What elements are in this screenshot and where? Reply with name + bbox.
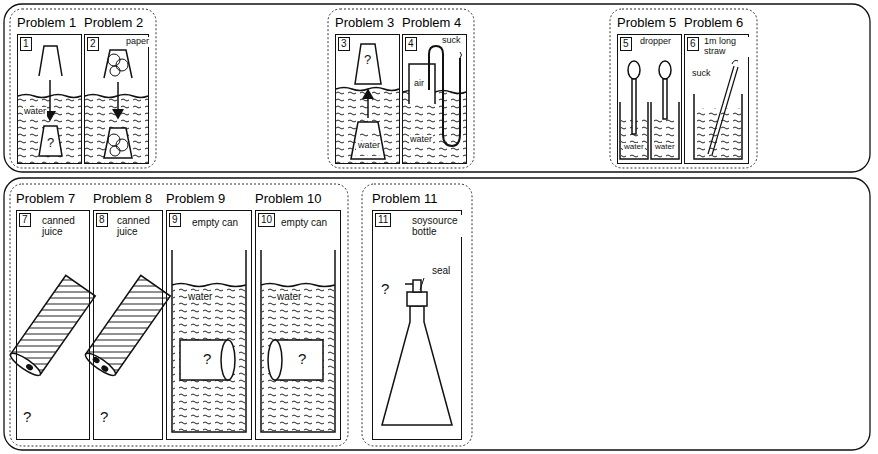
- sketch-label: canned juice: [116, 215, 162, 237]
- group-frame: [4, 4, 870, 172]
- sketch-label: water: [623, 143, 645, 152]
- problem-heading: Problem 4: [402, 16, 461, 30]
- sketch-7: [8, 275, 95, 378]
- problem-heading: Problem 9: [166, 192, 225, 206]
- sketch-label: empty can: [191, 217, 249, 228]
- callout-number: 3: [338, 37, 350, 51]
- callout-number: 11: [375, 213, 391, 227]
- sketch-label: suck: [441, 36, 462, 46]
- sketch-label: suck: [691, 69, 712, 79]
- problem-heading: Problem 6: [684, 16, 743, 30]
- problem-panel: Problem 77canned juice?: [16, 210, 90, 440]
- group-frame: [4, 178, 870, 450]
- callout-number: 7: [19, 213, 31, 227]
- sketch-label: water: [23, 107, 47, 117]
- sketch-2: [85, 50, 148, 163]
- sketch-label: ?: [203, 351, 211, 368]
- problem-panel: Problem 1111soysource bottle?seal: [372, 210, 462, 440]
- callout-number: 2: [87, 37, 99, 51]
- sketch-label: empty can: [280, 217, 338, 228]
- sketch-label: paper: [125, 37, 150, 47]
- problem-heading: Problem 8: [93, 192, 152, 206]
- sketch-5: [620, 61, 679, 159]
- sketch-label: ?: [364, 53, 371, 67]
- sketch-label: ?: [23, 409, 31, 426]
- problem-panel: Problem 11water?: [17, 34, 82, 164]
- sketch-10: [261, 250, 335, 432]
- callout-number: 9: [169, 213, 181, 227]
- callout-number: 8: [96, 213, 108, 227]
- callout-number: 10: [258, 213, 275, 227]
- sketch-label: water: [654, 143, 676, 152]
- sketch-label: soysource bottle: [411, 215, 463, 237]
- problem-heading: Problem 3: [335, 16, 394, 30]
- problem-heading: Problem 2: [84, 16, 143, 30]
- problem-heading: Problem 11: [372, 192, 438, 206]
- problem-panel: Problem 22paper: [84, 34, 149, 164]
- callout-number: 4: [405, 37, 417, 51]
- sketch-11: [382, 278, 452, 425]
- sketch-8: [83, 275, 170, 378]
- dotted-groups: [10, 9, 757, 446]
- problem-heading: Problem 1: [17, 16, 76, 30]
- callout-number: 6: [687, 37, 699, 51]
- problem-heading: Problem 10: [255, 192, 321, 206]
- sketch-label: ?: [298, 351, 306, 368]
- problem-panel: Problem 99empty canwater?: [166, 210, 252, 440]
- sketch-label: air: [413, 79, 425, 89]
- sketch-9: [172, 250, 246, 432]
- problem-panel: Problem 55dropperwaterwater: [617, 34, 682, 164]
- problem-panel: Problem 88canned juice?: [93, 210, 163, 440]
- sketch-1: [18, 46, 81, 163]
- sketch-label: water: [357, 141, 381, 151]
- problem-heading: Problem 7: [16, 192, 75, 206]
- problem-panel: Problem 1010empty canwater?: [255, 210, 341, 440]
- callout-number: 5: [620, 37, 632, 51]
- sketch-label: dropper: [639, 37, 672, 47]
- problem-panel: Problem 44suckairwater: [402, 34, 467, 164]
- sketch-label: water: [409, 135, 433, 145]
- sketch-label: ?: [381, 281, 389, 298]
- sketch-label: water: [187, 291, 213, 302]
- problem-panel: Problem 33?water: [335, 34, 400, 164]
- sketch-label: 1m long straw: [703, 37, 749, 57]
- sketch-4: [403, 46, 466, 163]
- callout-number: 1: [20, 37, 32, 51]
- sketch-label: canned juice: [41, 215, 89, 237]
- sketch-label: water: [276, 291, 302, 302]
- sketch-label: seal: [431, 265, 451, 276]
- sketch-label: ?: [100, 409, 108, 426]
- problem-heading: Problem 5: [617, 16, 676, 30]
- sketch-label: ?: [47, 136, 54, 150]
- problem-panel: Problem 661m long strawsuck: [684, 34, 749, 164]
- sketch-3: [336, 44, 399, 163]
